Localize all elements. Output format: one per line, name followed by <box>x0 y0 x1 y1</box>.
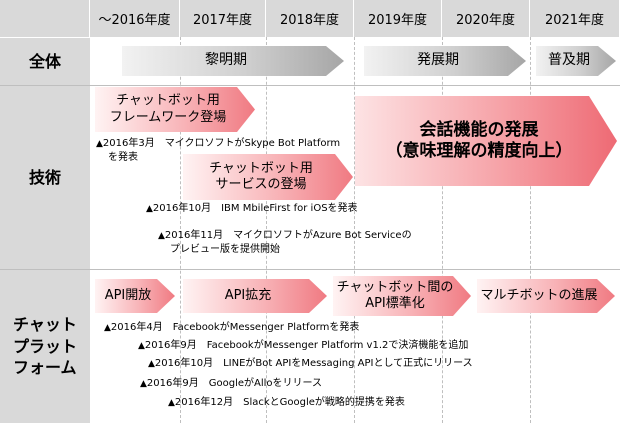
arrow-label: API拡充 <box>224 287 272 303</box>
arrow-label-line: API標準化 <box>365 296 425 311</box>
col-divider <box>530 37 531 423</box>
note-text: 2016年10月 IBM MbileFirst for iOSを発表 <box>152 203 358 214</box>
platform-api-open-arrow: API開放 <box>95 279 175 313</box>
note-text: 2016年12月 SlackとGoogleが戦略的提携を発表 <box>174 397 405 408</box>
phase-dawn-arrow: 黎明期 <box>122 46 344 76</box>
row-divider <box>0 85 620 86</box>
triangle-marker-icon: ▲ <box>140 379 147 389</box>
platform-note: ▲2016年9月 GoogleがAlloをリリース <box>140 377 322 391</box>
arrow-label-line: （意味理解の精度向上） <box>385 141 573 161</box>
tech-conversation-arrow: 会話機能の発展 （意味理解の精度向上） <box>355 96 617 186</box>
arrow-label-line: チャットボット用 <box>209 160 313 176</box>
triangle-marker-icon: ▲ <box>138 341 145 351</box>
phase-growth-arrow: 発展期 <box>364 46 526 76</box>
row-divider <box>0 269 620 270</box>
triangle-marker-icon: ▲ <box>158 231 165 241</box>
note-text: 2016年3月 マイクロソフトがSkype Bot Platform <box>102 138 341 149</box>
note-text: を発表 <box>108 151 138 163</box>
note-text: プレビュー版を提供開始 <box>170 243 280 255</box>
arrow-label: チャットボット用 サービスの登場 <box>209 161 313 194</box>
col-divider <box>354 37 355 423</box>
year-2020: 2020年度 <box>442 0 530 37</box>
note-text: 2016年10月 LINEがBot APIをMessaging APIとして正式… <box>154 358 473 369</box>
row-label-text: チャット プラット フォーム <box>13 314 77 379</box>
arrow-label-line: サービスの登場 <box>215 177 307 192</box>
triangle-marker-icon: ▲ <box>168 398 175 408</box>
triangle-marker-icon: ▲ <box>104 323 111 333</box>
col-divider <box>180 37 181 423</box>
triangle-marker-icon: ▲ <box>146 204 153 214</box>
platform-note: ▲2016年9月 FacebookがMessenger Platform v1.… <box>138 339 468 353</box>
row-label-tech: 技術 <box>0 86 90 269</box>
tech-note: ▲2016年11月 マイクロソフトがAzure Bot Serviceの プレビ… <box>158 229 412 256</box>
tech-framework-arrow: チャットボット用 フレームワーク登場 <box>95 87 255 132</box>
triangle-marker-icon: ▲ <box>96 139 103 149</box>
phase-spread-arrow: 普及期 <box>536 46 616 76</box>
year-2018: 2018年度 <box>266 0 354 37</box>
note-text: 2016年11月 マイクロソフトがAzure Bot Serviceの <box>164 230 412 241</box>
arrow-label: チャットボット用 フレームワーク登場 <box>110 93 227 126</box>
note-text: 2016年4月 FacebookがMessenger Platformを発表 <box>110 322 360 333</box>
note-text: 2016年9月 GoogleがAlloをリリース <box>146 378 323 389</box>
arrow-label-line: チャットボット間の <box>336 279 454 295</box>
row-label-line: チャット <box>12 315 77 335</box>
header-corner <box>0 0 90 37</box>
row-label-overall: 全体 <box>0 38 90 85</box>
platform-note: ▲2016年10月 LINEがBot APIをMessaging APIとして正… <box>148 357 473 371</box>
phase-label: 発展期 <box>417 52 459 69</box>
arrow-label: マルチボットの進展 <box>480 287 598 303</box>
platform-api-expand-arrow: API拡充 <box>183 279 327 313</box>
row-label-text: 技術 <box>28 167 61 187</box>
triangle-marker-icon: ▲ <box>148 359 155 369</box>
arrow-label-line: チャットボット用 <box>116 93 220 109</box>
arrow-label: 会話機能の発展 （意味理解の精度向上） <box>386 120 573 163</box>
col-divider <box>442 37 443 423</box>
arrow-label: チャットボット間の API標準化 <box>337 280 454 313</box>
tech-service-arrow: チャットボット用 サービスの登場 <box>183 154 353 200</box>
year-2017: 2017年度 <box>180 0 266 37</box>
arrow-label: API開放 <box>104 287 152 303</box>
platform-api-standard-arrow: チャットボット間の API標準化 <box>333 276 471 316</box>
row-label-line: フォーム <box>12 358 77 378</box>
platform-note: ▲2016年12月 SlackとGoogleが戦略的提携を発表 <box>168 396 405 410</box>
year-2021: 2021年度 <box>530 0 620 37</box>
row-label-text: 全体 <box>28 51 61 71</box>
row-label-platform: チャット プラット フォーム <box>0 270 90 423</box>
phase-label: 普及期 <box>548 52 590 69</box>
row-label-line: プラット <box>12 336 77 356</box>
arrow-label-line: 会話機能の発展 <box>419 119 539 140</box>
tech-note: ▲2016年10月 IBM MbileFirst for iOSを発表 <box>146 202 358 216</box>
platform-multibot-arrow: マルチボットの進展 <box>477 279 615 313</box>
platform-note: ▲2016年4月 FacebookがMessenger Platformを発表 <box>104 321 359 335</box>
tech-note: ▲2016年3月 マイクロソフトがSkype Bot Platform を発表 <box>96 137 340 164</box>
year-header: ～2016年度 2017年度 2018年度 2019年度 2020年度 2021… <box>0 0 620 37</box>
year-2016: ～2016年度 <box>90 0 180 37</box>
col-divider <box>266 37 267 423</box>
arrow-label-line: フレームワーク登場 <box>109 109 227 125</box>
note-text: 2016年9月 FacebookがMessenger Platform v1.2… <box>144 340 469 351</box>
year-2019: 2019年度 <box>354 0 442 37</box>
phase-label: 黎明期 <box>205 52 247 69</box>
